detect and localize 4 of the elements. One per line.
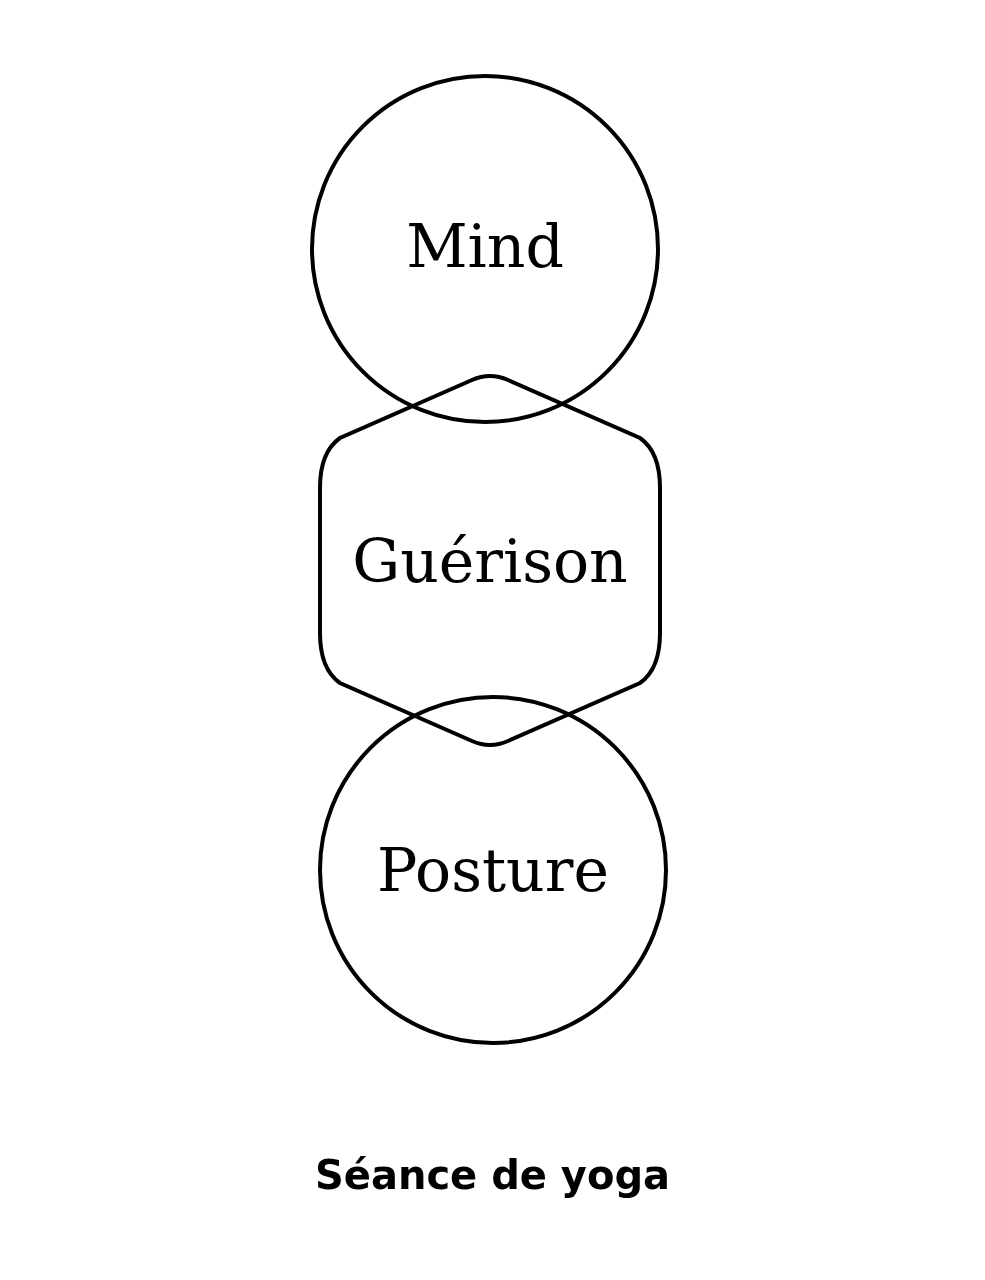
node-label: Posture: [376, 835, 610, 905]
caption: Séance de yoga: [313, 1152, 671, 1198]
node-label: Mind: [405, 211, 565, 281]
node-label: Guérison: [351, 526, 629, 596]
